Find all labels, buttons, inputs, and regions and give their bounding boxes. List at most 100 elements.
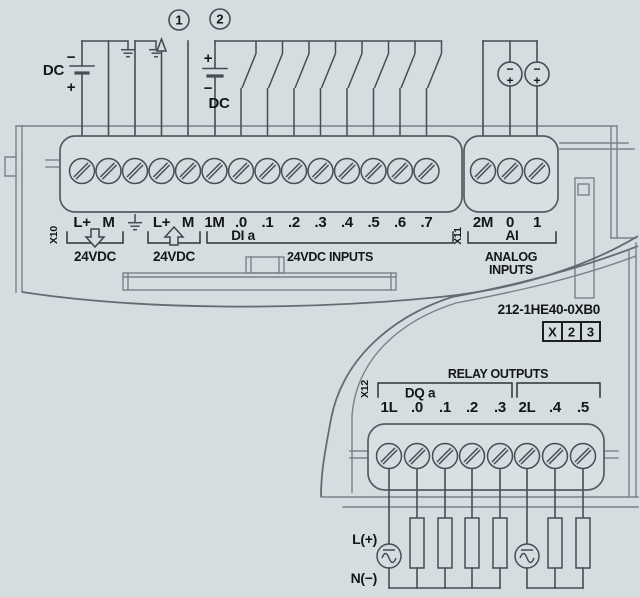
- rev-cell: X: [548, 325, 557, 340]
- terminal-label: 2L: [519, 399, 536, 416]
- callout-2-number: 2: [216, 12, 223, 27]
- terminal-label: .1: [439, 399, 451, 416]
- terminal-label: 1L: [381, 399, 398, 416]
- terminal-screw: [458, 442, 486, 470]
- line-voltage-label: L(+): [352, 531, 377, 547]
- connector-id: X11: [452, 227, 464, 245]
- x10-annotations: X10 24VDC 24VDC: [48, 225, 201, 264]
- dq-group-label: DQ a: [405, 386, 436, 401]
- terminal-label: M: [102, 214, 114, 231]
- input-dc-source-wiring: + − DC: [202, 40, 230, 140]
- callout-2: 2: [209, 8, 231, 30]
- terminal-label: L+: [153, 214, 171, 231]
- analog-source-minus: −: [506, 62, 513, 76]
- cpu-case-upper: [4, 125, 639, 308]
- analog-source-wiring: − + − +: [482, 40, 550, 140]
- rev-cell: 2: [568, 325, 575, 340]
- cpu-case-lower: [320, 242, 639, 508]
- terminal-block-x10: [59, 135, 463, 213]
- part-number: 212-1HE40-0XB0: [498, 302, 600, 317]
- sensor-supply-wiring: [155, 36, 189, 140]
- di-caption: 24VDC INPUTS: [287, 250, 373, 264]
- terminal-screw: [174, 157, 202, 185]
- terminal-screw: [496, 157, 524, 185]
- terminal-screw: [148, 157, 175, 185]
- terminal-screw: [121, 157, 149, 185]
- digital-input-switches: [214, 40, 443, 141]
- input-dc-minus: −: [204, 80, 213, 97]
- callout-1-number: 1: [175, 13, 182, 28]
- terminal-label: 1: [533, 214, 541, 231]
- load-resistor-icon: [437, 517, 453, 569]
- analog-source-plus: +: [506, 74, 513, 88]
- terminal-screw: [307, 157, 334, 185]
- terminal-screw: [523, 157, 551, 185]
- analog-input-annotations: X11 AI ANALOG INPUTS: [452, 227, 557, 277]
- terminal-label: .5: [577, 399, 589, 416]
- relay-load-wiring: L(+) N(−): [351, 468, 591, 589]
- terminal-screw: [375, 442, 403, 470]
- digital-input-annotations: DI a 24VDC INPUTS: [206, 228, 454, 264]
- terminal-screw: [254, 157, 281, 185]
- terminal-label: .1: [262, 214, 274, 231]
- terminal-label: .6: [394, 214, 406, 231]
- terminal-label: .3: [494, 399, 506, 416]
- load-resistor-icon: [547, 517, 563, 569]
- terminal-screw: [541, 442, 569, 470]
- terminal-label: .2: [466, 399, 478, 416]
- terminal-label: .4: [341, 214, 354, 231]
- arrow-up-icon: [163, 225, 185, 246]
- terminal-label: L+: [73, 214, 91, 231]
- terminal-label: .7: [421, 214, 433, 231]
- ai-caption-line1: ANALOG: [485, 250, 537, 264]
- terminal-label: 0: [506, 214, 514, 231]
- terminal-label: .4: [549, 399, 562, 416]
- terminal-screw: [95, 157, 122, 185]
- terminal-label: .3: [315, 214, 327, 231]
- terminal-screw: [569, 442, 597, 470]
- terminal-screw: [386, 157, 414, 185]
- connector-id: X12: [359, 380, 371, 398]
- ai-group-label: AI: [506, 228, 519, 243]
- terminal-screw: [333, 157, 361, 185]
- input-dc-plus: +: [204, 50, 213, 67]
- terminal-screw: [403, 442, 431, 470]
- neutral-label: N(−): [351, 570, 377, 586]
- terminal-screw: [227, 157, 255, 185]
- rev-cell: 3: [587, 325, 594, 340]
- power-in-caption: 24VDC: [74, 249, 117, 264]
- ac-source-icon: [376, 543, 402, 569]
- terminal-label: .0: [235, 214, 247, 231]
- terminal-screw: [201, 157, 228, 185]
- terminal-label: .5: [368, 214, 380, 231]
- relay-heading: RELAY OUTPUTS: [448, 367, 548, 381]
- terminal-label: .2: [288, 214, 300, 231]
- terminal-block-x11-analog: [463, 135, 559, 213]
- analog-source-minus: −: [533, 62, 540, 76]
- terminal-screw: [280, 157, 308, 185]
- dc-power-supply-wiring: DC − +: [43, 40, 164, 140]
- arrow-up-icon: [155, 36, 168, 52]
- relay-output-annotations: RELAY OUTPUTS X12 DQ a 1L .0 .1 .2 .3 2L…: [359, 367, 601, 416]
- connector-id: X10: [48, 226, 60, 244]
- dc-supply-minus: −: [67, 49, 76, 66]
- terminal-screw: [469, 157, 497, 185]
- load-resistor-icon: [464, 517, 480, 569]
- arrow-down-icon: [84, 228, 106, 249]
- sensor-out-caption: 24VDC: [153, 249, 196, 264]
- terminal-screw: [486, 442, 514, 470]
- terminal-label: .0: [411, 399, 423, 416]
- ac-source-icon: [514, 543, 540, 569]
- terminal-block-x12: [367, 423, 605, 491]
- load-resistor-icon: [409, 517, 425, 569]
- terminal-labels-row: L+ M L+ M 1M .0 .1 .2 .3 .4 .5 .6 .7 2M …: [73, 213, 541, 231]
- load-resistor-icon: [492, 517, 508, 569]
- ai-caption-line2: INPUTS: [489, 263, 533, 277]
- terminal-screw: [360, 157, 387, 185]
- terminal-screw: [513, 442, 541, 470]
- terminal-screw: [413, 157, 440, 185]
- input-dc-label: DC: [208, 95, 230, 112]
- terminal-screw: [68, 157, 96, 185]
